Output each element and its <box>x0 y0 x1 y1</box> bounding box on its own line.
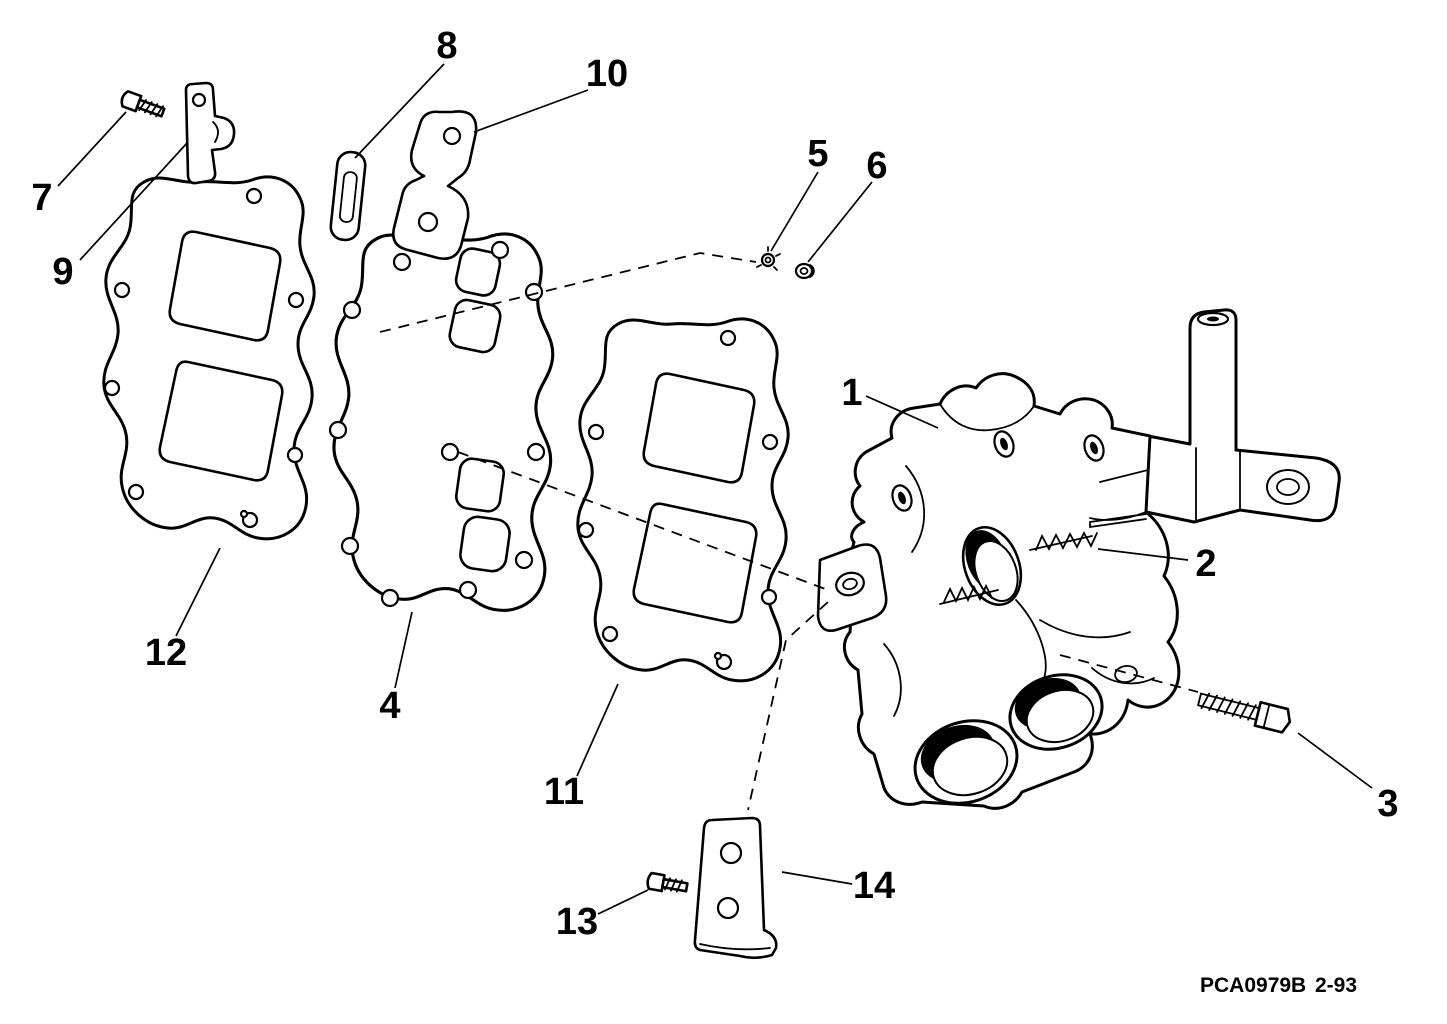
screw-7 <box>120 90 166 118</box>
part-label-11: 11 <box>544 771 584 813</box>
plate-4-ports <box>440 247 511 573</box>
part-label-12: 12 <box>145 632 187 674</box>
dashed-guide-bracket-14 <box>747 601 829 811</box>
leader-line-3 <box>1297 732 1373 789</box>
dashed-guide-bolt-3 <box>1059 654 1199 693</box>
top-boss-holes <box>891 430 1105 512</box>
dashed-guide-center <box>457 451 829 591</box>
casting-line-left <box>905 465 925 553</box>
part-label-3: 3 <box>1377 783 1398 825</box>
bottom-port-left <box>913 719 1019 805</box>
linkage-rod-2 <box>1089 513 1147 528</box>
leader-line-4 <box>394 611 413 689</box>
bracket-arm-hole-inner <box>1276 478 1300 496</box>
spring-lower <box>939 583 999 605</box>
leader-line-1 <box>865 395 939 429</box>
left-mounting-lug <box>816 543 888 632</box>
part-label-10: 10 <box>586 53 628 95</box>
caption: PCA0979B 2-93 <box>1200 974 1357 997</box>
leader-line-7 <box>57 111 127 187</box>
leader-line-2 <box>1097 548 1189 561</box>
fastener-5 <box>756 246 781 271</box>
casting-line-mid <box>1039 619 1131 639</box>
casting-ledge-line <box>1099 469 1149 483</box>
leader-line-11 <box>576 683 619 777</box>
intake-manifold-body-1 <box>816 372 1181 810</box>
fastener-6 <box>794 262 815 280</box>
bottom-port-right <box>1008 673 1104 751</box>
manifold-gasket-11 <box>576 317 790 683</box>
leader-line-5 <box>770 171 819 252</box>
leader-line-14 <box>781 871 853 885</box>
retainer-bracket-14 <box>693 816 778 960</box>
spacer-plate-8 <box>329 150 367 242</box>
carb-face-hole <box>1114 664 1138 684</box>
leader-line-13 <box>597 889 649 915</box>
plate-4-center-hole <box>440 442 460 462</box>
leader-line-9 <box>79 141 189 261</box>
part-label-8: 8 <box>436 25 457 67</box>
part-label-13: 13 <box>556 901 598 943</box>
bracket-post-top-hole <box>1207 316 1219 322</box>
caption-code: PCA0979B <box>1200 974 1306 997</box>
dashed-guide-top <box>379 252 757 333</box>
small-gasket-10 <box>392 110 478 260</box>
part-label-9: 9 <box>52 251 73 293</box>
leader-line-12 <box>175 547 221 637</box>
casting-line-lower-left <box>883 643 902 717</box>
part-label-5: 5 <box>807 133 828 175</box>
leader-line-6 <box>807 181 873 263</box>
spring-upper <box>1029 531 1098 551</box>
leader-lines <box>57 63 1373 915</box>
part-label-7: 7 <box>31 177 52 219</box>
caption-rev: 2-93 <box>1315 974 1357 997</box>
part-label-2: 2 <box>1195 543 1216 585</box>
plate-4-bolt-holes <box>328 240 546 608</box>
part-label-14: 14 <box>853 865 895 907</box>
callout-labels: 1 2 3 4 5 6 7 8 9 10 11 12 13 14 <box>31 25 1398 943</box>
center-port <box>961 525 1023 607</box>
part-label-6: 6 <box>866 145 887 187</box>
casting-line-top <box>939 403 1035 432</box>
exhaust-gasket-12 <box>102 175 316 541</box>
part-label-1: 1 <box>841 372 862 414</box>
leader-line-8 <box>354 63 445 159</box>
leader-line-10 <box>473 89 589 133</box>
inner-plate-4 <box>328 232 555 612</box>
screw-13 <box>646 871 689 893</box>
part-label-4: 4 <box>379 685 400 727</box>
casting-line-center <box>1015 599 1047 679</box>
hook-bracket-9 <box>184 81 236 185</box>
bracket-arm-hole-outer <box>1266 469 1310 505</box>
bolt-3 <box>1197 692 1292 734</box>
